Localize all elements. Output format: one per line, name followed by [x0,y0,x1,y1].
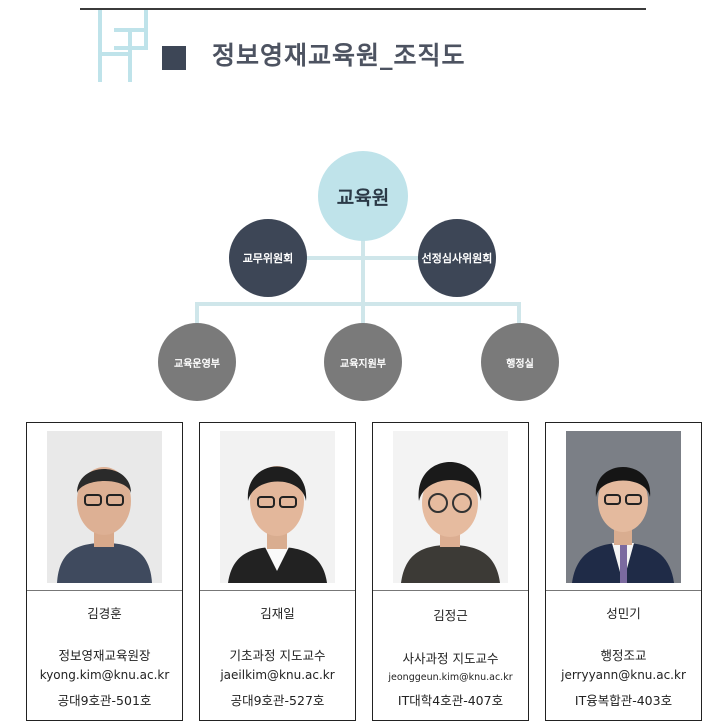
staff-card: 성민기 행정조교 jerryyann@knu.ac.kr IT융복합관-403호 [545,422,702,721]
staff-photo [393,431,508,583]
connector-vertical-main [361,236,365,331]
page-title: 정보영재교육원_조직도 [212,41,466,70]
staff-role: 기초과정 지도교수 [229,648,326,663]
card-divider [373,590,528,591]
staff-office: 공대9호관-527호 [230,693,325,708]
staff-role: 정보영재교육원장 [58,648,151,663]
top-rule [80,8,646,10]
staff-name: 김경훈 [87,606,122,621]
org-node-education-center: 교육원 [318,151,408,241]
staff-role: 행정조교 [600,648,647,663]
staff-office: IT대학4호관-407호 [397,693,504,708]
staff-name: 김정근 [433,608,468,623]
staff-role: 사사과정 지도교수 [402,651,499,666]
staff-card: 김재일 기초과정 지도교수 jaeilkim@knu.ac.kr 공대9호관-5… [199,422,356,721]
connector-left-drop [195,302,199,330]
staff-name: 김재일 [260,606,295,621]
org-node-operations: 교육운영부 [158,323,236,401]
staff-email[interactable]: jeonggeun.kim@knu.ac.kr [388,672,513,683]
connector-horizontal-bottom [195,302,521,306]
staff-name: 성민기 [606,606,641,621]
title-decoration-icon [98,10,186,82]
connector-horizontal-middle [305,256,421,260]
staff-email[interactable]: kyong.kim@knu.ac.kr [39,668,170,682]
staff-photo [220,431,335,583]
org-node-selection-committee: 선정심사위원회 [418,219,496,297]
staff-email[interactable]: jerryyann@knu.ac.kr [561,668,686,682]
staff-photo [566,431,681,583]
staff-photo [47,431,162,583]
staff-email[interactable]: jaeilkim@knu.ac.kr [220,668,335,682]
org-node-admin-office: 행정실 [481,323,559,401]
connector-right-drop [517,302,521,330]
card-divider [546,590,701,591]
org-node-academic-committee: 교무위원회 [229,219,307,297]
org-node-support: 교육지원부 [324,323,402,401]
staff-card: 김경훈 정보영재교육원장 kyong.kim@knu.ac.kr 공대9호관-5… [26,422,183,721]
staff-office: 공대9호관-501호 [57,693,152,708]
card-divider [27,590,182,591]
staff-office: IT융복합관-403호 [574,693,673,708]
card-divider [200,590,355,591]
staff-card: 김정근 사사과정 지도교수 jeonggeun.kim@knu.ac.kr IT… [372,422,529,721]
